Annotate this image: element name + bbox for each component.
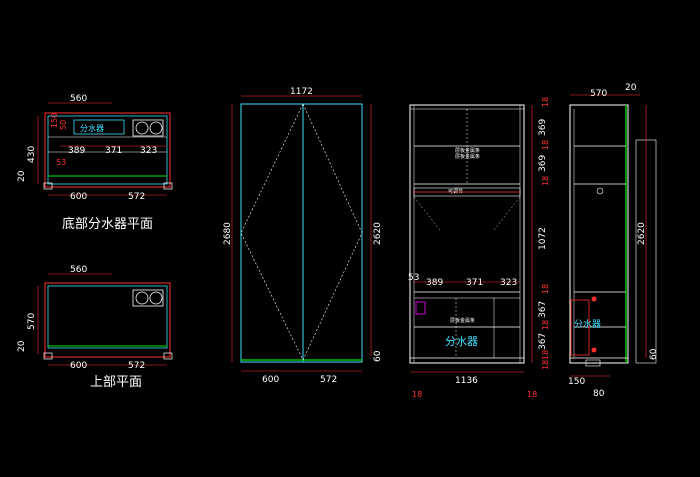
front-door-right-diamond bbox=[302, 103, 363, 361]
inner-dim-right-1: 18 bbox=[541, 97, 550, 107]
bottom-plan-dim-bottom-2: 572 bbox=[128, 192, 145, 202]
bottom-plan-caption: 底部分水器平面 bbox=[62, 216, 153, 232]
inner-rail-hatch bbox=[413, 196, 521, 231]
bottom-plan-view: 分水器 560 430 20 150 50 53 389 371 323 600… bbox=[17, 94, 173, 232]
inner-dim-mid-323: 323 bbox=[500, 278, 517, 288]
side-dim-top-2: 20 bbox=[625, 83, 637, 93]
inner-dim-right-4: 369 bbox=[538, 155, 548, 172]
inner-dim-bottom-small-2: 18 bbox=[527, 390, 537, 399]
top-plan-foot-left bbox=[43, 352, 53, 360]
bottom-plan-pipe-circle-2 bbox=[149, 121, 163, 135]
side-outline bbox=[569, 104, 629, 364]
top-plan-dim-top: 560 bbox=[70, 265, 87, 275]
top-plan-dim-bottom-1: 600 bbox=[70, 361, 87, 371]
side-section-view: 分水器 570 20 2620 60 150 80 bbox=[568, 83, 659, 399]
inner-dim-right-9: 18 bbox=[541, 320, 550, 330]
bottom-plan-dim-left-2: 20 bbox=[17, 170, 27, 182]
front-dim-right-small: 60 bbox=[373, 350, 383, 362]
bottom-plan-dim-inner-150: 150 bbox=[50, 113, 59, 128]
inner-dim-right-12: 18 bbox=[541, 360, 550, 370]
side-rail-circle bbox=[596, 187, 604, 195]
bottom-plan-outline bbox=[44, 112, 171, 188]
inner-outline bbox=[409, 104, 525, 364]
front-dim-bottom-2: 572 bbox=[320, 375, 337, 385]
inner-shelf-label-2: 层板金属条 bbox=[455, 153, 480, 160]
bottom-plan-separator-box bbox=[73, 119, 125, 135]
inner-dim-right-2: 369 bbox=[538, 119, 548, 136]
inner-dim-mid-53: 53 bbox=[408, 273, 419, 283]
top-plan-caption: 上部平面 bbox=[90, 375, 142, 390]
front-door-left-diamond bbox=[240, 103, 304, 361]
side-foot bbox=[585, 359, 601, 367]
front-door-left bbox=[240, 103, 304, 363]
side-dim-right: 2620 bbox=[637, 222, 647, 245]
bottom-plan-dim-inner-323: 323 bbox=[140, 146, 157, 156]
side-dim-bottom-1: 150 bbox=[568, 377, 585, 387]
bottom-plan-pipe-circle-1 bbox=[135, 121, 149, 135]
inner-separator-label: 分水器 bbox=[445, 335, 478, 348]
side-dim-right-small: 60 bbox=[649, 348, 659, 360]
top-plan-foot-right bbox=[163, 352, 173, 360]
bottom-plan-dim-inner-50: 50 bbox=[59, 120, 68, 130]
inner-dim-mid-389: 389 bbox=[426, 278, 443, 288]
front-door-right bbox=[302, 103, 363, 363]
bottom-plan-dim-bottom-1: 600 bbox=[70, 192, 87, 202]
side-valve-bottom bbox=[591, 347, 597, 353]
top-plan-sink-box bbox=[132, 289, 164, 307]
front-dim-bottom-1: 600 bbox=[262, 375, 279, 385]
bottom-plan-sink-box bbox=[132, 119, 164, 137]
top-plan-pipe-circle-2 bbox=[149, 291, 163, 305]
bottom-plan-dim-top: 560 bbox=[70, 94, 87, 104]
top-plan-dim-bottom-2: 572 bbox=[128, 361, 145, 371]
front-dim-top: 1172 bbox=[290, 87, 313, 97]
side-dim-top-1: 570 bbox=[590, 89, 607, 99]
bottom-plan-inner bbox=[47, 115, 168, 185]
inner-dim-right-6: 1072 bbox=[538, 227, 548, 250]
top-plan-outline bbox=[44, 282, 171, 358]
inner-rail-note: 可调节 bbox=[448, 188, 463, 195]
inner-dim-mid-371: 371 bbox=[466, 278, 483, 288]
bottom-plan-dim-left-1: 430 bbox=[27, 146, 37, 163]
inner-dim-right-5: 18 bbox=[541, 176, 550, 186]
inner-shelf-label-1: 层板金属条 bbox=[455, 147, 480, 154]
top-plan-dim-left-1: 570 bbox=[27, 313, 37, 330]
inner-dim-right-10: 367 bbox=[538, 333, 548, 350]
bottom-plan-dim-inner-53: 53 bbox=[56, 158, 66, 167]
front-elevation-view: 1172 2680 2620 60 600 572 bbox=[223, 87, 383, 385]
inner-dim-right-3: 18 bbox=[541, 140, 550, 150]
bottom-plan-dim-inner-371: 371 bbox=[105, 146, 122, 156]
top-plan-dim-left-2: 20 bbox=[17, 340, 27, 352]
side-separator-box bbox=[570, 299, 590, 356]
inner-dim-bottom: 1136 bbox=[455, 376, 478, 386]
inner-dim-right-11: 18 bbox=[541, 350, 550, 360]
bottom-plan-foot-left bbox=[43, 182, 53, 190]
inner-dim-right-8: 367 bbox=[538, 301, 548, 318]
inner-valve-marker bbox=[415, 301, 426, 315]
inner-dim-right-7: 18 bbox=[541, 284, 550, 294]
top-plan-pipe-circle-1 bbox=[135, 291, 149, 305]
bottom-plan-foot-right bbox=[163, 182, 173, 190]
top-plan-view: 560 570 20 600 572 上部平面 bbox=[17, 265, 173, 390]
inner-dim-bottom-small-1: 18 bbox=[412, 390, 422, 399]
side-separator-label: 分水器 bbox=[574, 318, 601, 330]
front-dim-left: 2680 bbox=[223, 222, 233, 245]
top-plan-inner bbox=[47, 285, 168, 349]
inner-shelf-label-3: 层板金属条 bbox=[450, 317, 475, 324]
side-dim-bottom-2: 80 bbox=[593, 389, 605, 399]
side-valve-top bbox=[591, 296, 597, 302]
bottom-plan-separator-label: 分水器 bbox=[80, 123, 104, 133]
inner-elevation-view: 层板金属条 层板金属条 可调节 层板金属条 分水器 53 389 371 323… bbox=[408, 97, 550, 399]
bottom-plan-dim-inner-389: 389 bbox=[68, 146, 85, 156]
front-dim-right: 2620 bbox=[373, 222, 383, 245]
